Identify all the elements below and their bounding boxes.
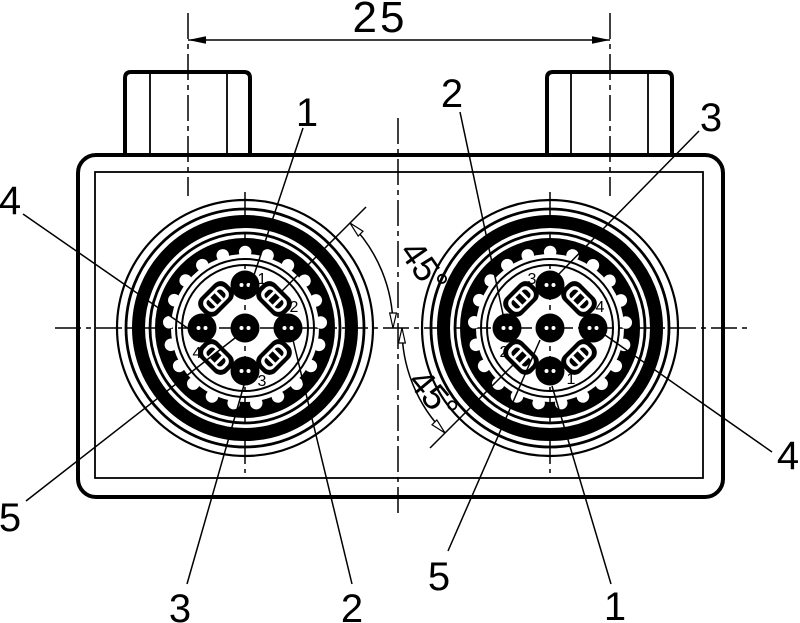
leader-pin5-right [447, 339, 541, 552]
callout-2-top: 2 [441, 72, 463, 116]
cable-gland-left [123, 70, 252, 156]
leader-pin2-left [292, 339, 353, 585]
housing-outline [76, 153, 725, 499]
callout-1-bottom-right: 1 [604, 585, 626, 623]
callout-labels: 1 2 3 4 5 3 2 5 1 4 [0, 72, 799, 623]
pin-number: 4 [193, 345, 202, 362]
angle-arc-lower [397, 327, 446, 434]
pin-number: 2 [500, 344, 509, 361]
cable-gland-right [545, 70, 674, 156]
leader-pin2-right [459, 111, 505, 320]
callout-2-bottom: 2 [341, 587, 363, 623]
pin-number: 1 [567, 371, 576, 388]
pin-number: 3 [528, 271, 537, 288]
callout-5-bottom-middle: 5 [428, 555, 450, 599]
pin-number: 4 [596, 299, 605, 316]
width-dimension: 25 [188, 0, 610, 44]
callout-4-left: 4 [0, 179, 21, 223]
angle-arc-upper [349, 222, 398, 329]
leader-pin4-left [22, 213, 197, 335]
angle-ray-lower [429, 364, 514, 449]
callout-5-bottom-left: 5 [0, 496, 21, 540]
leader-pin5-left [25, 337, 236, 502]
callout-1-top: 1 [296, 91, 318, 135]
dimension-value: 25 [353, 0, 408, 42]
pin-number: 2 [290, 299, 299, 316]
leader-pin3-right [556, 130, 700, 277]
right-connector-pin-numbers: 3 4 1 2 [500, 271, 605, 388]
angle-ray-upper [281, 206, 367, 292]
leader-pin3-left [186, 384, 245, 585]
pin-number: 3 [258, 373, 267, 390]
callout-3-bottom: 3 [169, 587, 191, 623]
housing-face-inset [94, 171, 704, 479]
callout-4-right: 4 [777, 434, 799, 478]
pin-number: 1 [258, 271, 267, 288]
left-connector-pin-numbers: 1 2 3 4 [193, 271, 299, 390]
callout-3-top: 3 [700, 96, 722, 140]
leader-pin1-right [551, 385, 612, 585]
leader-pin4-right [604, 334, 773, 453]
leader-pin1-left [249, 127, 304, 288]
callout-leaders [22, 111, 773, 585]
